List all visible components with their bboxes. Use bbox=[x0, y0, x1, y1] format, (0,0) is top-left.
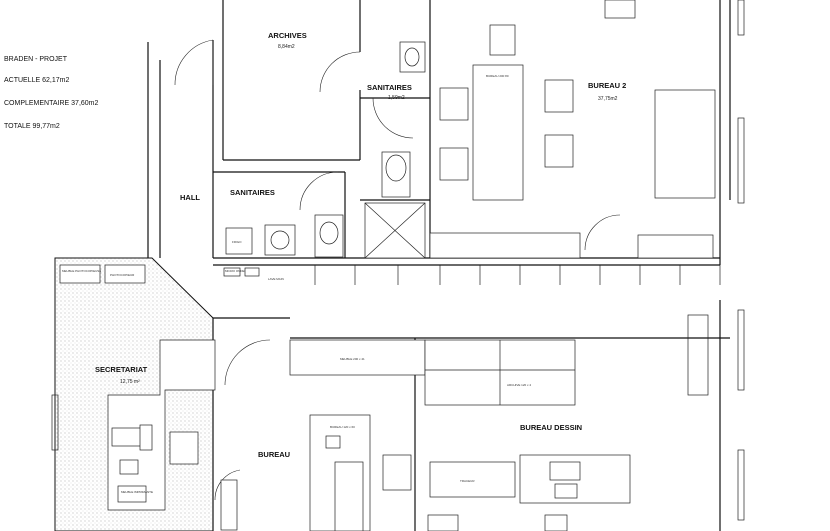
desk-bureau2 bbox=[472, 64, 524, 201]
desk-bureau-120-label: BUREAU 120 x 60 bbox=[330, 425, 355, 429]
cabinet-meuble-200-label: MEUBLE 200 x 41 bbox=[340, 357, 365, 361]
legend-complementaire: COMPLEMENTAIRE 37,60m2 bbox=[4, 100, 99, 107]
photocopier-furniture bbox=[59, 264, 101, 284]
chair bbox=[544, 134, 574, 168]
chair bbox=[604, 0, 636, 19]
room-bureau-name: BUREAU bbox=[258, 450, 290, 459]
room-bureau2-name: BUREAU 2 bbox=[588, 81, 626, 90]
computer bbox=[549, 461, 581, 481]
toilet-hall bbox=[314, 214, 344, 258]
washbasin bbox=[399, 41, 426, 73]
printer-furniture-label: MEUBLE IMPRIMANTE bbox=[121, 490, 153, 494]
fridge-label: FRIGO bbox=[232, 240, 242, 244]
facade-windows bbox=[687, 0, 745, 521]
fridge bbox=[225, 227, 253, 255]
legend-totale: TOTALE 99,77m2 bbox=[4, 123, 60, 130]
sink bbox=[264, 224, 296, 256]
archive-cabinet-label: ARCHIVE 120 x 4 bbox=[507, 383, 531, 387]
room-archives-name: ARCHIVES bbox=[268, 31, 307, 40]
desk-bureau2-label: BUREAU 200 80 bbox=[486, 74, 509, 78]
room-sanitaires-top-area: 1,59m2 bbox=[388, 95, 405, 101]
doors bbox=[174, 39, 621, 501]
room-bureau-dessin-name: BUREAU DESSIN bbox=[520, 423, 582, 432]
room-hall-name: HALL bbox=[180, 193, 200, 202]
room-sanitaires-hall-name: SANITAIRES bbox=[230, 188, 275, 197]
photocopier-label: PHOTOCOPIEUR bbox=[110, 273, 135, 277]
plotter bbox=[429, 461, 516, 498]
walls bbox=[147, 0, 731, 531]
window-strip bbox=[314, 265, 721, 285]
computer bbox=[111, 427, 143, 447]
cabinet bbox=[654, 89, 716, 199]
photocopier bbox=[104, 264, 146, 284]
chair bbox=[169, 431, 199, 465]
photocopier-furniture-label: MEUBLE PHOTOCOPIEUSE bbox=[62, 269, 101, 273]
keyboard bbox=[119, 459, 139, 475]
chair bbox=[439, 147, 469, 181]
chair bbox=[489, 24, 516, 56]
chair bbox=[544, 79, 574, 113]
keyboard bbox=[325, 435, 341, 449]
counter-right bbox=[637, 234, 714, 259]
microwave-label: MICRO ONDES bbox=[225, 269, 247, 273]
room-archives-area: 8,84m2 bbox=[278, 44, 295, 50]
cabinet bbox=[427, 514, 459, 531]
plotter-label: TRACEUR bbox=[460, 479, 475, 483]
chair bbox=[439, 87, 469, 121]
cabinet-meuble-200 bbox=[289, 339, 426, 376]
chair bbox=[382, 454, 412, 491]
room-bureau2-area: 37,75m2 bbox=[598, 96, 618, 102]
printer-furniture bbox=[117, 485, 147, 503]
room-secretariat-name: SECRETARIAT bbox=[95, 365, 148, 374]
keyboard bbox=[554, 483, 578, 499]
chair bbox=[544, 514, 568, 531]
room-sanitaires-top-name: SANITAIRES bbox=[367, 83, 412, 92]
lave-main-label: LAVE MAIN bbox=[268, 277, 284, 281]
microwave bbox=[223, 267, 241, 277]
counter-left bbox=[429, 232, 581, 259]
toilet-top bbox=[381, 151, 411, 198]
legend-actuelle: ACTUELLE 62,17m2 bbox=[4, 77, 70, 84]
legend-project: BRADEN - PROJET bbox=[4, 56, 68, 63]
room-secretariat-area: 12,75 m² bbox=[120, 379, 140, 385]
